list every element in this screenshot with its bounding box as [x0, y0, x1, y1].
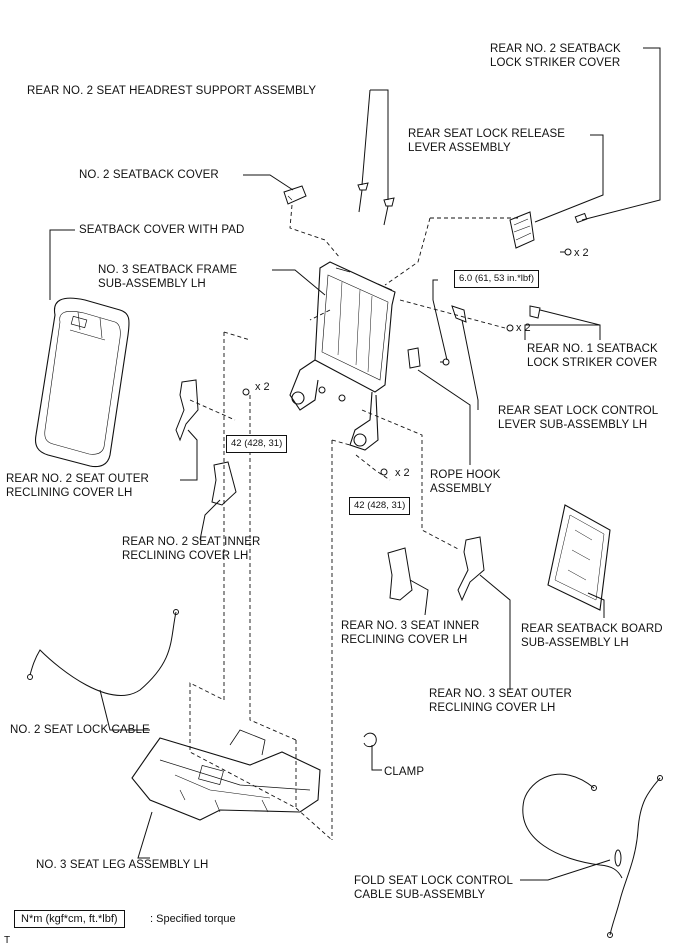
lock-release-lever-part	[509, 211, 588, 256]
torque-box-upper: 6.0 (61, 53 in.*lbf)	[454, 270, 539, 288]
label-rear-no2-striker-cover: REAR NO. 2 SEATBACK LOCK STRIKER COVER	[490, 43, 621, 69]
fold-cable-part	[522, 773, 663, 938]
label-clamp: CLAMP	[384, 766, 425, 778]
seatback-cover-pad-part	[34, 297, 130, 468]
label-rear-no1-striker-cover: REAR NO. 1 SEATBACK LOCK STRIKER COVER	[527, 343, 658, 369]
torque-box-mid-center: 42 (428, 31)	[349, 497, 411, 515]
no3-inner-reclining-cover-part	[387, 547, 413, 601]
clamp-part	[363, 732, 377, 748]
no2-seat-lock-cable-part	[27, 609, 179, 696]
label-lock-release-lever: REAR SEAT LOCK RELEASE LEVER ASSEMBLY	[408, 128, 566, 154]
quantity-x2-right: x 2	[516, 322, 531, 334]
legend-meaning: : Specified torque	[150, 913, 236, 925]
label-rope-hook: ROPE HOOK ASSEMBLY	[430, 469, 501, 495]
label-seatback-board: REAR SEATBACK BOARD SUB-ASSEMBLY LH	[521, 623, 663, 649]
label-lock-control-lever: REAR SEAT LOCK CONTROL LEVER SUB-ASSEMBL…	[498, 405, 659, 431]
quantity-x2-left: x 2	[255, 381, 270, 393]
assembly-dashed-lines	[189, 204, 520, 841]
label-no3-frame: NO. 3 SEATBACK FRAME SUB-ASSEMBLY LH	[98, 264, 238, 290]
headrest-support-part	[357, 182, 395, 226]
label-no2-lock-cable: NO. 2 SEAT LOCK CABLE	[10, 724, 150, 736]
label-seatback-cover-pad: SEATBACK COVER WITH PAD	[79, 224, 245, 236]
label-no2-inner-reclining: REAR NO. 2 SEAT INNER RECLINING COVER LH	[122, 536, 261, 562]
label-fold-cable: FOLD SEAT LOCK CONTROL CABLE SUB-ASSEMBL…	[354, 875, 513, 901]
label-no2-outer-reclining: REAR NO. 2 SEAT OUTER RECLINING COVER LH	[6, 473, 149, 499]
label-no2-seatback-cover: NO. 2 SEATBACK COVER	[79, 169, 219, 181]
no3-outer-reclining-cover-part	[457, 536, 485, 602]
no2-inner-reclining-cover-part	[211, 461, 237, 506]
no3-seat-leg-part	[131, 729, 321, 821]
footer-mark: T	[4, 935, 11, 946]
label-headrest-support: REAR NO. 2 SEAT HEADREST SUPPORT ASSEMBL…	[27, 85, 317, 97]
quantity-x2-center: x 2	[395, 467, 410, 479]
bolts	[242, 386, 388, 476]
torque-box-mid-left: 42 (428, 31)	[226, 435, 288, 453]
quantity-x2-upper: x 2	[574, 247, 589, 259]
label-no3-outer-reclining: REAR NO. 3 SEAT OUTER RECLINING COVER LH	[429, 688, 572, 714]
no3-seatback-frame-part	[289, 261, 396, 451]
label-no3-seat-leg: NO. 3 SEAT LEG ASSEMBLY LH	[36, 859, 209, 871]
seatback-board-part	[547, 504, 611, 611]
no2-outer-reclining-cover-part	[175, 379, 199, 442]
lock-control-lever-part	[451, 305, 541, 332]
legend-unit-box: N*m (kgf*cm, ft.*lbf)	[14, 910, 125, 928]
no2-seatback-cover-part	[283, 185, 307, 205]
rope-hook-part	[407, 347, 450, 369]
leader-lines	[49, 47, 661, 881]
label-no3-inner-reclining: REAR NO. 3 SEAT INNER RECLINING COVER LH	[341, 620, 480, 646]
